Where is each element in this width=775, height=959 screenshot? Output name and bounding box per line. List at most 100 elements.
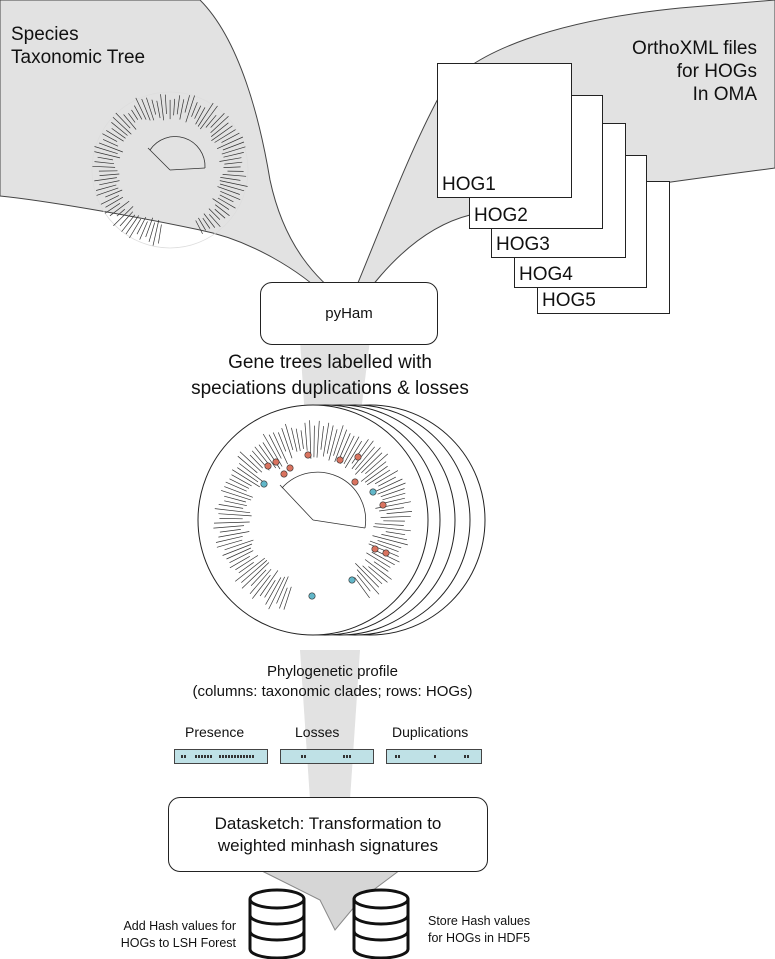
event-marker <box>264 462 272 470</box>
tree-branch <box>164 94 167 115</box>
lsh-caption-line2: HOGs to LSH Forest <box>120 936 236 950</box>
tree-branch <box>231 474 252 487</box>
duplications-bar-marks <box>395 755 469 758</box>
hog-card-1: HOG1 <box>437 63 572 198</box>
tree-branch <box>211 125 233 141</box>
losses-title: Losses <box>295 724 340 740</box>
tree-branch <box>131 109 139 120</box>
tree-branch <box>185 95 195 123</box>
tree-branch <box>258 444 277 469</box>
tree-branch <box>265 577 282 605</box>
tree-branch <box>362 565 383 585</box>
tree-branch <box>277 432 287 452</box>
tree-branch <box>121 214 136 232</box>
species-tree-title: Species Taxonomic Tree <box>11 23 145 69</box>
event-marker <box>308 592 316 600</box>
profile-caption-line1: Phylogenetic profile <box>267 663 398 680</box>
tree-branch <box>249 568 272 595</box>
tree-branch <box>141 98 151 121</box>
tree-branch <box>351 440 374 470</box>
tree-branch <box>374 523 404 526</box>
tree-branch <box>151 99 157 115</box>
tree-branch <box>125 215 139 235</box>
tree-branch <box>222 543 253 556</box>
losses-bar <box>280 749 374 764</box>
tree-branch <box>224 500 247 507</box>
event-marker <box>369 488 377 496</box>
tree-branch <box>94 146 118 155</box>
tree-branch <box>313 425 315 458</box>
tree-branch <box>356 574 371 592</box>
tree-branch <box>115 112 131 129</box>
tree-branch <box>344 440 362 469</box>
gene-tree-events <box>260 451 390 600</box>
lsh-database-icon <box>248 888 306 959</box>
tree-branch <box>281 427 293 459</box>
tree-branch <box>264 580 276 598</box>
tree-branch <box>328 429 338 461</box>
tree-branch <box>268 434 282 459</box>
tree-branch <box>354 577 370 599</box>
tree-branch <box>385 531 406 536</box>
tree-branch <box>238 463 265 483</box>
orthoxml-title-line3: In OMA <box>692 84 757 105</box>
tree-branch <box>220 190 241 201</box>
tree-branch <box>98 142 123 153</box>
tree-branch <box>208 208 221 220</box>
lsh-caption-line1: Add Hash values for <box>123 919 236 933</box>
tree-branch <box>326 425 334 454</box>
tree-branch <box>259 570 279 597</box>
tree-branch <box>224 161 243 165</box>
tree-branch <box>99 180 120 186</box>
tree-branch <box>378 476 396 487</box>
duplications-bar <box>386 749 482 764</box>
tree-branch <box>225 481 247 492</box>
tree-branch <box>224 495 246 503</box>
tree-branch <box>105 196 124 208</box>
tree-branch <box>135 97 147 120</box>
tree-branch <box>364 559 392 580</box>
tree-branch <box>128 113 136 123</box>
tree-branch <box>96 184 117 191</box>
tree-branch <box>221 146 246 155</box>
gene-trees-caption-line2: speciations duplications & losses <box>191 378 469 399</box>
tree-branch <box>238 562 254 574</box>
gene-trees-caption-line1: Gene trees labelled with <box>228 352 432 373</box>
duplications-title: Duplications <box>392 724 469 740</box>
tree-branch <box>100 195 120 205</box>
datasketch-line2: weighted minhash signatures <box>217 835 439 855</box>
tree-branch <box>218 513 252 517</box>
tree-branch <box>219 183 245 192</box>
event-marker <box>304 451 312 459</box>
hdf5-caption-line2: for HOGs in HDF5 <box>428 931 531 945</box>
tree-branch <box>111 128 126 139</box>
tree-branch <box>334 429 348 463</box>
event-marker <box>354 453 362 461</box>
species-tree-title-line2: Taxonomic Tree <box>11 47 146 68</box>
tree-branch <box>184 95 190 113</box>
tree-branch <box>235 555 259 571</box>
tree-branch <box>197 102 214 127</box>
orthoxml-title: OrthoXML files for HOGs In OMA <box>632 37 757 106</box>
tree-branch <box>237 455 258 474</box>
tree-branch <box>94 177 117 182</box>
tree-branch <box>234 557 266 582</box>
event-marker <box>348 576 356 584</box>
tree-branch <box>386 511 413 514</box>
tree-branch <box>356 569 380 595</box>
tree-branch <box>136 216 147 235</box>
tree-branch <box>148 222 156 242</box>
tree-branch <box>217 186 240 195</box>
tree-branch <box>139 221 148 240</box>
tree-branch <box>220 490 252 501</box>
tree-branch <box>145 217 154 238</box>
hdf5-database-icon <box>352 888 410 959</box>
tree-branch <box>373 526 411 532</box>
tree-branch <box>223 166 241 168</box>
hdf5-caption: Store Hash values for HOGs in HDF5 <box>428 913 530 947</box>
orthoxml-title-line2: for HOGs <box>676 61 757 82</box>
tree-branch <box>322 422 330 457</box>
tree-branch <box>241 560 268 583</box>
tree-branch <box>210 115 229 133</box>
tree-branch <box>368 566 388 583</box>
